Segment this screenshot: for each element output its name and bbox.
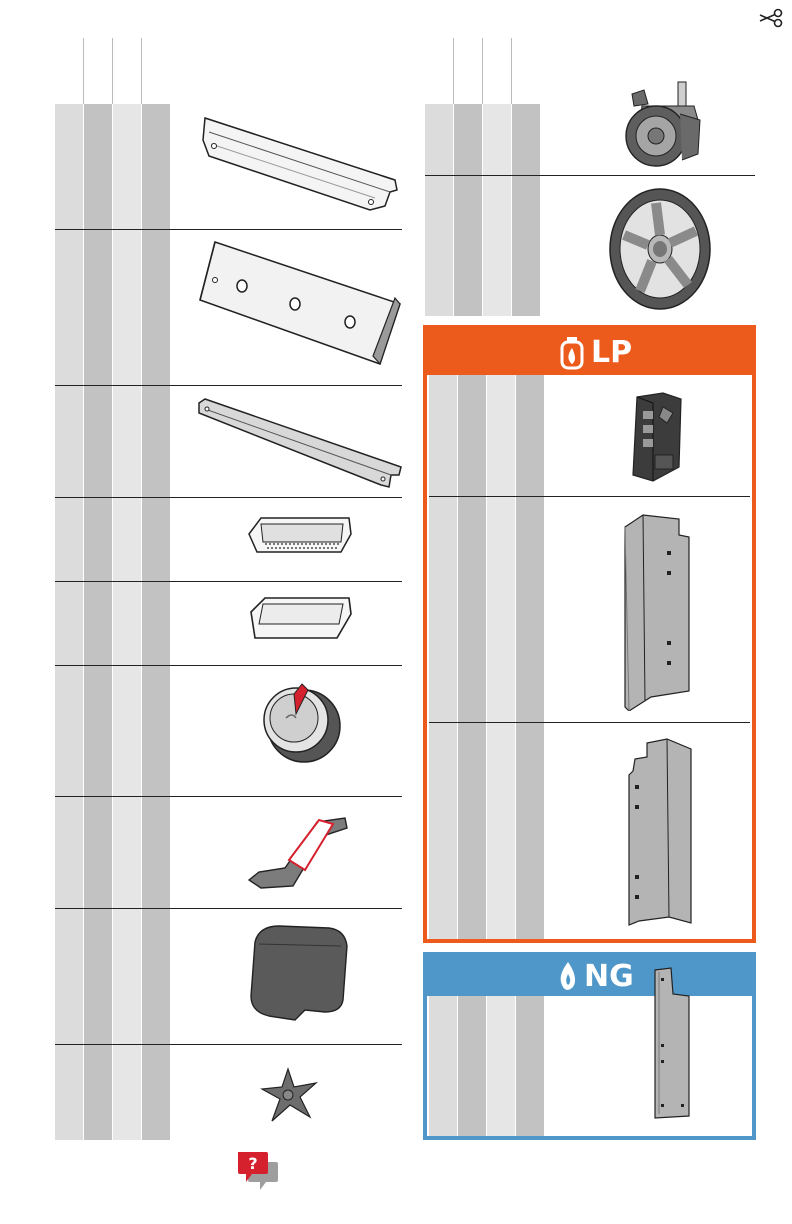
ng-header: NG [427,956,752,996]
row-divider [55,665,402,666]
drip-tray-liner-part [245,512,355,572]
quantity-column [458,375,486,939]
row-divider [55,1044,402,1045]
wheel-part [604,183,716,313]
flame-icon [557,960,579,992]
drip-tray-part [245,594,355,649]
quantity-column [516,996,544,1136]
row-divider [425,175,755,176]
quantity-column [425,104,453,316]
lp-right-panel-part [623,735,703,927]
lp-header: LP [427,329,752,375]
column-divider [511,38,512,104]
row-divider [55,908,402,909]
quantity-column [483,104,511,316]
rear-rail-part [195,395,405,490]
row-divider [55,497,402,498]
ng-bracket-part [647,964,697,1120]
help-icon[interactable]: ? [236,1150,280,1192]
control-panel-part [195,238,405,373]
quantity-column [487,375,515,939]
quantity-column [429,375,457,939]
quantity-column [429,996,457,1136]
quantity-column [512,104,540,316]
quantity-column [142,104,170,1140]
front-rail-part [195,110,405,220]
quantity-column [516,375,544,939]
row-divider [55,581,402,582]
quantity-column [55,104,83,1140]
column-divider [453,38,454,104]
quantity-column [113,104,141,1140]
row-divider [429,722,750,723]
ignition-module-part [623,389,693,485]
row-divider [429,496,750,497]
tool-hook-part [245,810,355,895]
lp-left-panel-part [617,511,697,711]
row-divider [55,229,402,230]
propane-tank-icon [559,336,585,370]
scissors-icon [758,8,784,28]
column-divider [83,38,84,104]
quantity-column [458,996,486,1136]
side-cover-part [245,920,355,1025]
help-glyph: ? [248,1154,257,1173]
row-divider [55,796,402,797]
lp-label: LP [591,338,632,368]
quantity-column [454,104,482,316]
quantity-column [487,996,515,1136]
column-divider [112,38,113,104]
caster-part [620,80,710,170]
star-knob-part [258,1065,322,1127]
ng-panel: NG [423,952,756,1140]
ng-label: NG [584,962,634,992]
column-divider [141,38,142,104]
row-divider [55,385,402,386]
control-knob-part [250,680,350,770]
column-divider [482,38,483,104]
lp-panel: LP [423,325,756,943]
quantity-column [84,104,112,1140]
